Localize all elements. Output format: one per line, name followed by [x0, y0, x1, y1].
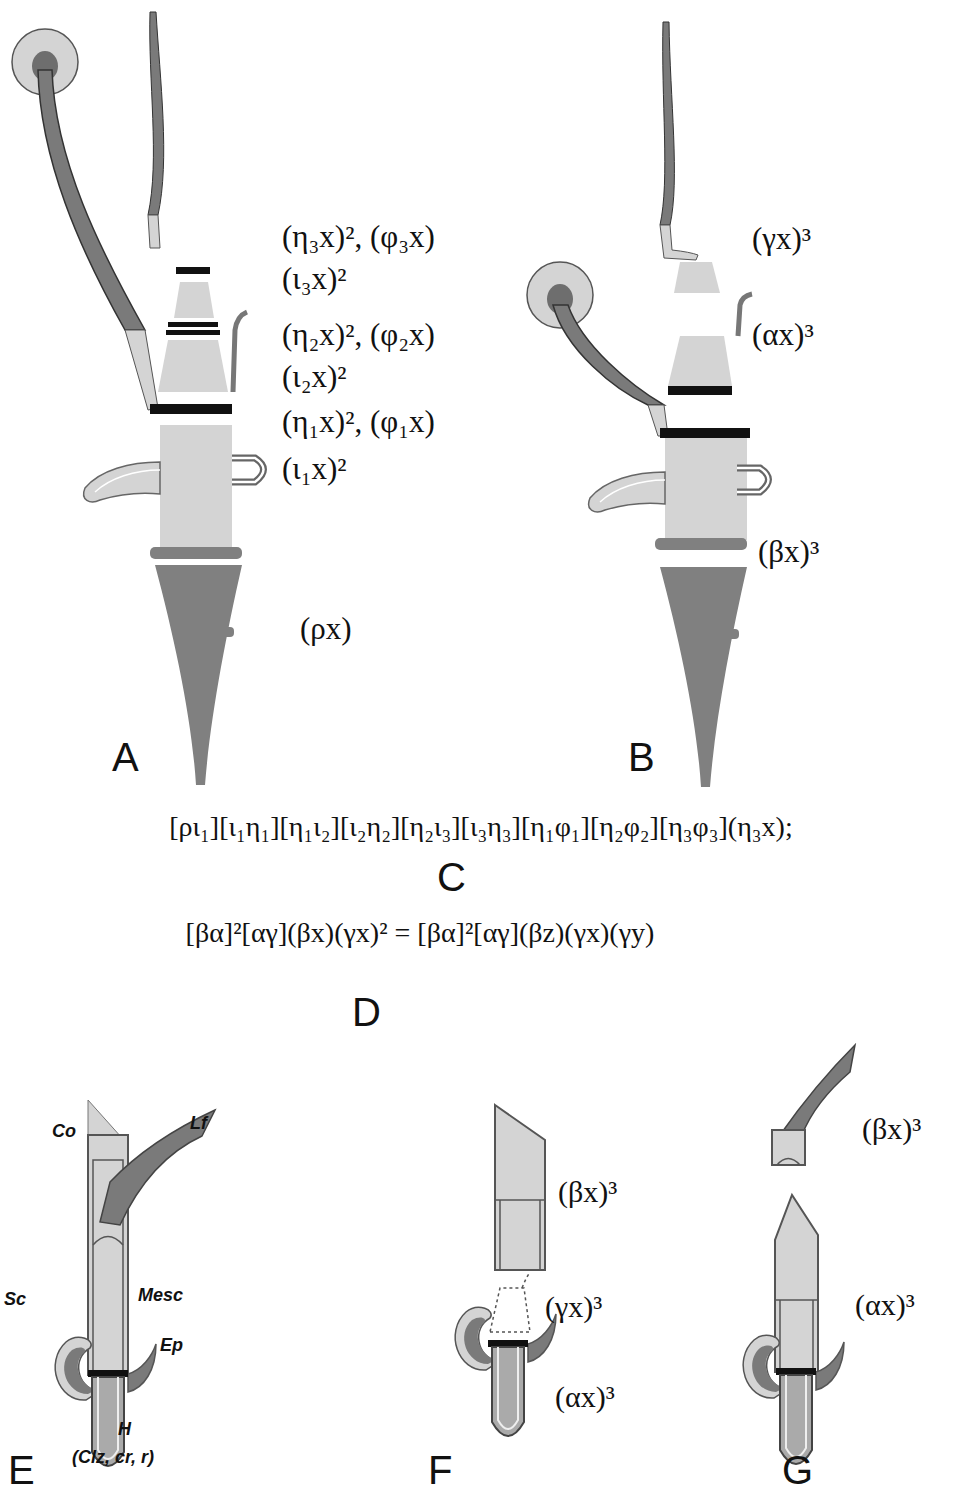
part-formula: (αx)³ — [752, 318, 814, 352]
part-formula: (αx)³ — [555, 1380, 615, 1413]
part-name: (Clz, cr, r) — [72, 1448, 154, 1468]
part-name: Ep — [160, 1336, 183, 1356]
part-name: Mesc — [138, 1286, 183, 1306]
part-formula: (ρx) — [300, 612, 352, 646]
formula-line: [βα]²[αγ](βx)(γx)² = [βα]²[αγ](βz)(γx)(γ… — [186, 918, 655, 949]
part-formula: (βx)³ — [862, 1112, 921, 1145]
formula-line: [ρι₁][ι₁η₁][η₁ι₂][ι₂η₂][η₂ι₃][ι₃η₃][η₁φ₁… — [169, 812, 792, 843]
part-name: Co — [52, 1122, 76, 1142]
part-formula: (η₃x)², (φ₃x) — [282, 220, 435, 254]
part-formula: (γx)³ — [545, 1290, 602, 1323]
part-formula: (ι₁x)² — [282, 452, 347, 486]
part-formula: (βx)³ — [558, 1175, 617, 1208]
part-formula: (ι₂x)² — [282, 360, 347, 394]
panel-letter: G — [782, 1448, 813, 1492]
part-formula: (η₁x)², (φ₁x) — [282, 405, 435, 439]
part-formula: (ι₃x)² — [282, 262, 347, 296]
part-formula: (αx)³ — [855, 1288, 915, 1321]
panel-letter: C — [437, 855, 466, 899]
panel-letter: B — [628, 735, 655, 779]
part-name: H — [118, 1420, 131, 1440]
panel-letter: F — [428, 1448, 452, 1492]
panel-letter: D — [352, 990, 381, 1034]
part-formula: (βx)³ — [758, 535, 819, 569]
part-name: Lf — [190, 1114, 207, 1134]
panel-letter: A — [112, 735, 139, 779]
part-formula: (η₂x)², (φ₂x) — [282, 318, 435, 352]
part-name: Sc — [4, 1290, 26, 1310]
panel-letter: E — [8, 1448, 35, 1492]
part-formula: (γx)³ — [752, 222, 811, 256]
